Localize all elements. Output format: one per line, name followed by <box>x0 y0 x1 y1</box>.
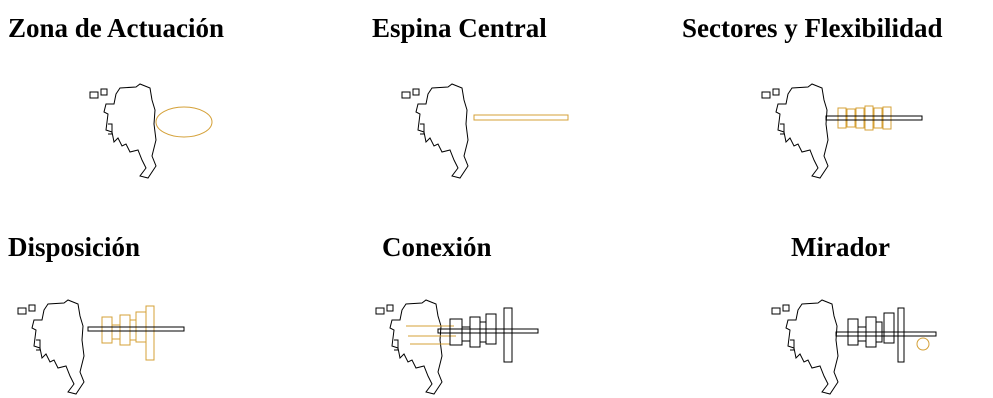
connection-lines <box>406 325 456 345</box>
site-outline <box>89 83 157 179</box>
zone-ellipse <box>155 106 213 138</box>
site-outline <box>17 299 85 395</box>
panel-title-conexion: Conexión <box>382 232 492 262</box>
panel-title-sectores-y-flexibilidad: Sectores y Flexibilidad <box>682 13 943 43</box>
central-spine <box>835 331 937 337</box>
diagram-espina-central <box>401 83 569 179</box>
arranged-blocks <box>101 305 155 361</box>
site-outline <box>375 299 443 395</box>
building-blocks <box>847 307 905 363</box>
panel-title-zona-de-actuacion: Zona de Actuación <box>8 13 225 43</box>
viewpoint-circle <box>916 337 930 351</box>
site-outline <box>771 299 839 395</box>
panel-title-espina-central: Espina Central <box>372 13 547 43</box>
site-outline <box>761 83 829 179</box>
central-spine <box>825 115 923 121</box>
site-outline <box>401 83 469 179</box>
sector-blocks <box>837 105 892 131</box>
diagram-zona-de-actuacion <box>89 83 213 179</box>
diagram-mirador <box>771 299 937 395</box>
diagram-conexion <box>375 299 539 395</box>
panel-title-disposicion: Disposición <box>8 232 141 262</box>
diagram-sectores-y-flexibilidad <box>761 83 923 179</box>
panel-title-mirador: Mirador <box>791 232 890 262</box>
central-spine <box>87 326 185 332</box>
building-blocks <box>449 307 513 363</box>
diagram-disposicion <box>17 299 185 395</box>
central-spine <box>473 114 569 121</box>
central-spine <box>437 328 539 334</box>
